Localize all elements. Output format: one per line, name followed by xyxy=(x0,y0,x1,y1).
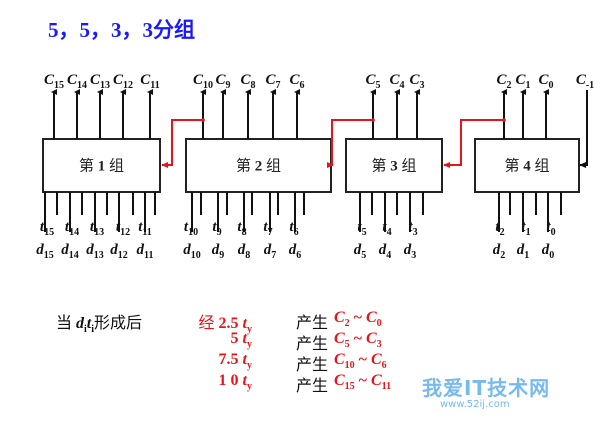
t-input-label-4: t4 xyxy=(382,219,391,238)
junction-dot xyxy=(371,118,375,122)
d-input-label-6: d6 xyxy=(289,242,302,261)
t-input-label-11: t11 xyxy=(138,219,152,238)
produces-label: 产生 xyxy=(296,357,329,374)
group-3: 第 3 组 xyxy=(345,89,443,232)
d-input-label-3: d3 xyxy=(404,242,417,261)
d-input-label-13: d13 xyxy=(86,242,104,261)
produces-label: 产生 xyxy=(296,336,329,353)
d-input-label-12: d12 xyxy=(110,242,128,261)
carry-output-label-13: C13 xyxy=(90,72,110,91)
group-box-3 xyxy=(345,138,443,193)
delay-label: 1 0 ty xyxy=(218,372,252,393)
carry-link-2-to-1 xyxy=(161,119,203,168)
d-input-label-8: d8 xyxy=(238,242,251,261)
watermark: 我爱IT技术网 www.52ij.com xyxy=(422,372,550,410)
carry-output-label-0: C0 xyxy=(538,72,553,91)
carry-range: C15 ~ C11 xyxy=(334,372,392,393)
t-input-label-8: t8 xyxy=(237,219,246,238)
t-input-label-15: t15 xyxy=(40,219,54,238)
group-box-2 xyxy=(185,138,332,193)
annotation-intro: 当 diti形成后 xyxy=(56,309,142,335)
carry-output-label-5: C5 xyxy=(365,72,380,91)
carry-output-label-14: C14 xyxy=(67,72,87,91)
carry-range: C10 ~ C6 xyxy=(334,351,387,372)
carry-output-label-3: C3 xyxy=(409,72,424,91)
carry-in-label: C-1 xyxy=(576,72,594,91)
carry-link-3-to-2 xyxy=(327,119,373,168)
d-input-label-1: d1 xyxy=(517,242,530,261)
carry-output-label-10: C10 xyxy=(193,72,213,91)
carry-output-label-2: C2 xyxy=(496,72,511,91)
group-1: 第 1 组 xyxy=(42,89,161,232)
carry-output-label-6: C6 xyxy=(289,72,304,91)
intro-suffix: 形成后 xyxy=(94,315,143,332)
d-input-label-0: d0 xyxy=(542,242,555,261)
carry-in-line xyxy=(579,90,588,168)
delay-label: 7.5 ty xyxy=(218,351,252,372)
intro-prefix: 当 xyxy=(56,315,73,332)
d-input-label-14: d14 xyxy=(61,242,79,261)
carry-output-label-12: C12 xyxy=(113,72,133,91)
junction-dot xyxy=(201,118,205,122)
intro-t-var: ti xyxy=(86,315,95,336)
produces-label: 产生 xyxy=(296,315,329,332)
group-label-3: 第 3 组 xyxy=(371,157,416,175)
t-input-label-14: t14 xyxy=(65,219,79,238)
carry-output-label-15: C15 xyxy=(44,72,64,91)
group-2: 第 2 组 xyxy=(185,89,332,232)
t-input-label-7: t7 xyxy=(263,219,272,238)
carry-output-label-11: C11 xyxy=(140,72,159,91)
group-label-2: 第 2 组 xyxy=(236,157,281,175)
d-input-label-5: d5 xyxy=(354,242,367,261)
watermark-url: www.52ij.com xyxy=(440,399,510,410)
d-input-label-9: d9 xyxy=(212,242,225,261)
delay-label: 经 2.5 ty xyxy=(198,315,252,336)
carry-link-4-to-3 xyxy=(443,119,504,168)
intro-d-var: di xyxy=(76,315,87,336)
carry-output-label-1: C1 xyxy=(515,72,530,91)
t-input-label-0: t0 xyxy=(546,219,555,238)
t-input-label-5: t5 xyxy=(357,219,366,238)
carry-range: C2 ~ C0 xyxy=(334,309,382,330)
t-input-label-12: t12 xyxy=(116,219,130,238)
junction-dot xyxy=(502,118,506,122)
t-input-label-13: t13 xyxy=(90,219,104,238)
carry-output-label-4: C4 xyxy=(389,72,404,91)
group-label-1: 第 1 组 xyxy=(79,157,124,175)
d-input-label-15: d15 xyxy=(36,242,54,261)
d-input-label-11: d11 xyxy=(137,242,154,261)
t-input-label-3: t3 xyxy=(408,219,417,238)
t-input-label-6: t6 xyxy=(289,219,298,238)
carry-output-label-7: C7 xyxy=(265,72,280,91)
d-input-label-10: d10 xyxy=(183,242,201,261)
t-input-label-9: t9 xyxy=(212,219,221,238)
d-input-label-2: d2 xyxy=(493,242,506,261)
d-input-label-4: d4 xyxy=(379,242,392,261)
carry-output-label-9: C9 xyxy=(215,72,230,91)
delay-label: 5 ty xyxy=(230,330,252,351)
group-4: 第 4 组 xyxy=(474,89,580,232)
t-input-label-10: t10 xyxy=(184,219,198,238)
watermark-name: 我爱IT技术网 xyxy=(422,376,551,400)
t-input-label-2: t2 xyxy=(495,219,504,238)
d-input-label-7: d7 xyxy=(264,242,277,261)
group-box-1 xyxy=(42,138,161,193)
produces-label: 产生 xyxy=(296,378,329,395)
carry-output-label-8: C8 xyxy=(240,72,255,91)
carry-range: C5 ~ C3 xyxy=(334,330,382,351)
group-label-4: 第 4 组 xyxy=(504,157,549,175)
diagram-title: 5，5，3，3分组 xyxy=(48,18,195,42)
t-input-label-1: t1 xyxy=(521,219,530,238)
